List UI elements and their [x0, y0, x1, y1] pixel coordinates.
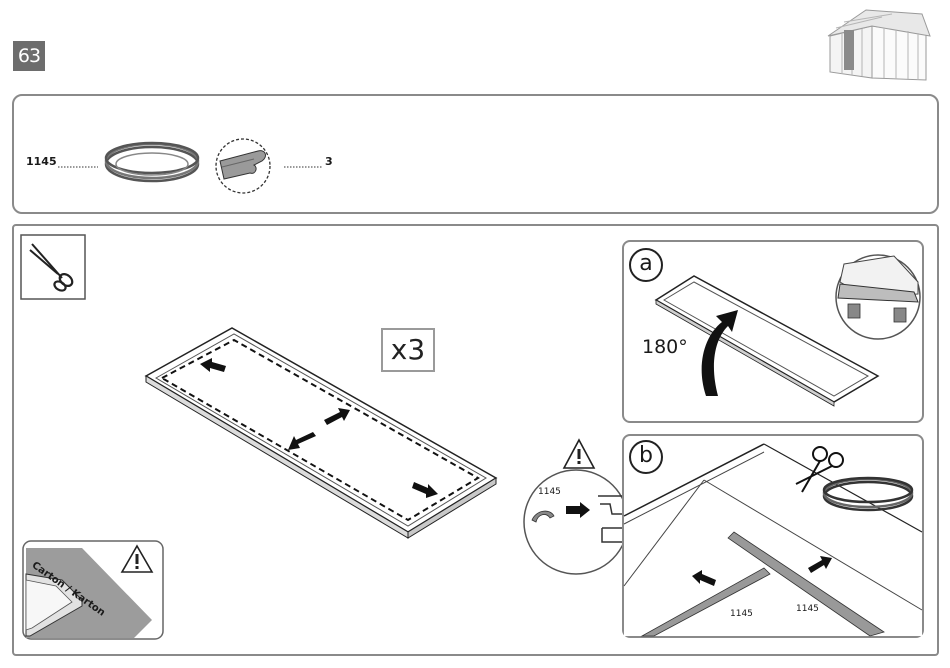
warning-icon: [120, 544, 154, 574]
profile-insertion-drawing: [624, 436, 922, 636]
arrow-icon: [410, 480, 440, 500]
part-quantity-label: 3: [325, 155, 333, 168]
shed-thumbnail-icon: [822, 8, 934, 80]
step-number-badge: 63: [13, 41, 45, 71]
arrow-icon: [286, 432, 318, 452]
warning-icon: [562, 438, 596, 470]
scissors-icon: [20, 234, 86, 300]
scissors-icon: [790, 444, 846, 504]
part-number-label: 1145: [26, 155, 57, 168]
profile-label-right: 1145: [796, 604, 819, 614]
detail-b-letter: b: [629, 440, 663, 474]
profile-callout-circle: [520, 470, 632, 574]
arrow-icon: [198, 358, 228, 376]
arrow-icon: [322, 408, 352, 428]
magnifier-detail-icon: [214, 137, 272, 195]
quantity-multiplier: x3: [381, 328, 435, 372]
magnifier-detail-icon: [834, 252, 922, 342]
profile-label-left: 1145: [730, 609, 753, 619]
callout-profile-number: 1145: [538, 487, 561, 497]
rotate-arrow-icon: [694, 306, 742, 398]
arrow-icon: [806, 556, 834, 576]
arrow-icon: [690, 570, 718, 588]
leader-line-left: [58, 165, 98, 169]
rotation-label: 180°: [642, 336, 688, 358]
leader-line-right: [284, 165, 322, 169]
rubber-seal-roll-icon: [102, 142, 202, 186]
glazing-panel-drawing: [140, 320, 500, 540]
